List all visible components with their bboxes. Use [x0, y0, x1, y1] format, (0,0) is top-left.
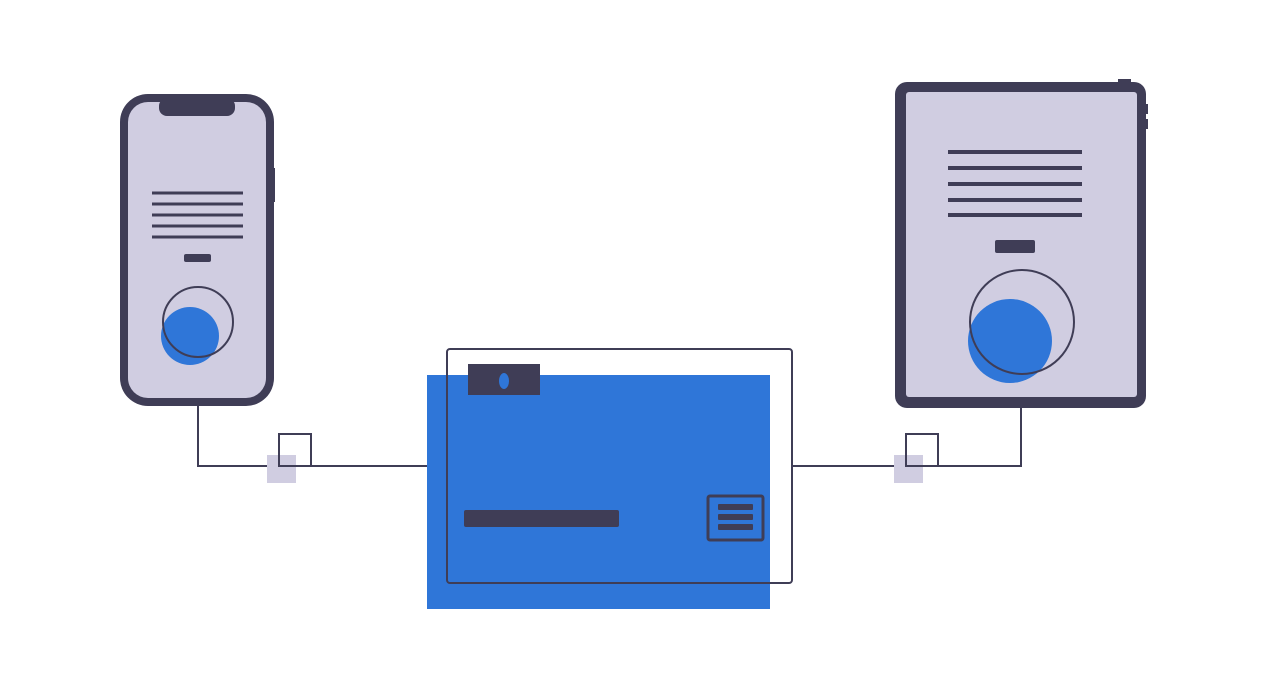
chip-icon [468, 364, 540, 395]
card-menu-line-3 [718, 524, 753, 530]
tablet-small-button [995, 240, 1035, 253]
left-connector-filled-square [267, 455, 296, 483]
right-connector-filled-square [894, 455, 923, 483]
card-filled-back [427, 375, 770, 609]
phone-card-wire [197, 405, 427, 467]
tablet-outline-circle [969, 269, 1075, 375]
menu-lines-icon [706, 494, 765, 542]
phone-accent-circle [161, 307, 219, 365]
left-connector [267, 433, 312, 483]
phone-text-lines [152, 191, 243, 239]
left-connector-outline-square [278, 433, 312, 467]
right-connector-outline-square [905, 433, 939, 467]
card-menu-line-1 [718, 504, 753, 510]
card-tablet-wire [792, 406, 1022, 467]
tablet-icon [895, 79, 1148, 408]
card-menu-box [706, 494, 765, 542]
card-outline-front [446, 348, 793, 584]
connection-lines [197, 405, 1022, 467]
phone-small-button [184, 254, 211, 262]
card-chip-drop [499, 373, 509, 389]
phone-notch [159, 98, 235, 116]
tablet-text-lines [948, 150, 1082, 217]
card-menu-line-2 [718, 514, 753, 520]
credit-card-icon [427, 348, 793, 609]
card-number-bar [464, 510, 619, 527]
phone-icon [120, 94, 275, 406]
phone-outline-circle [162, 286, 234, 358]
right-connector [894, 433, 939, 483]
